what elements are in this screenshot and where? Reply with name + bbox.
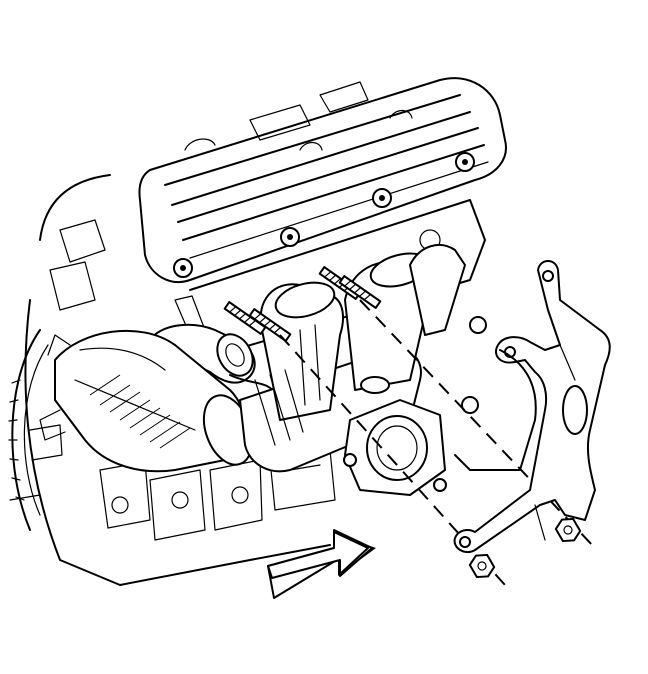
exhaust-pipe-left bbox=[39, 329, 254, 473]
bracket-rod bbox=[454, 349, 537, 471]
manifold-studs bbox=[223, 266, 382, 342]
coolant-hose bbox=[149, 323, 276, 411]
bracket-nuts bbox=[468, 517, 582, 579]
flywheel bbox=[8, 329, 49, 531]
arrow-right-icon bbox=[267, 529, 376, 599]
valve-cover-bolts bbox=[173, 152, 475, 278]
valve-cover bbox=[138, 77, 507, 283]
support-bracket bbox=[453, 260, 611, 554]
